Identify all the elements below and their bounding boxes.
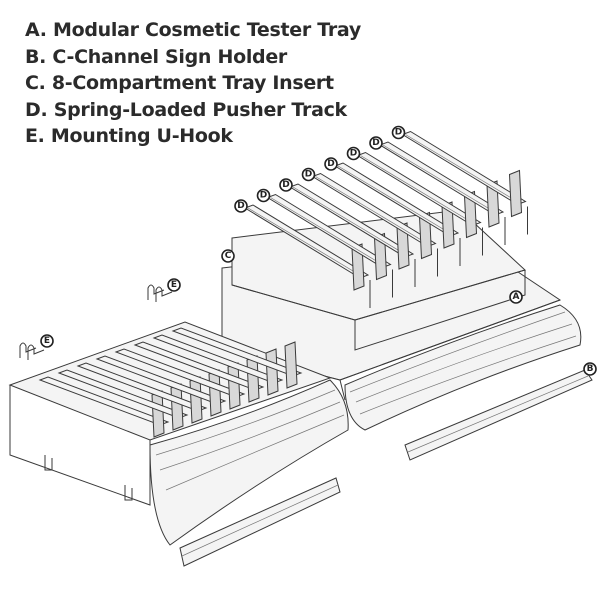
callout-e-upper: E <box>167 278 181 292</box>
left-tester-tray <box>8 321 349 567</box>
callout-d: D <box>391 125 406 140</box>
pusher-track <box>152 334 284 396</box>
callout-d: D <box>324 157 338 171</box>
svg-text:E: E <box>44 336 50 346</box>
svg-text:D: D <box>350 149 357 159</box>
parts-legend: A. Modular Cosmetic Tester Tray B. C-Cha… <box>25 17 361 150</box>
svg-text:D: D <box>395 128 402 138</box>
callout-d: D <box>234 199 248 213</box>
pusher-track <box>95 355 227 417</box>
svg-text:D: D <box>282 180 289 190</box>
svg-text:B: B <box>587 364 594 374</box>
svg-text:D: D <box>260 191 267 201</box>
u-hook-lower <box>19 342 45 360</box>
callout-d: D <box>256 188 271 203</box>
legend-item-d: D. Spring-Loaded Pusher Track <box>25 98 347 121</box>
callout-a: A <box>509 290 523 304</box>
pusher-track <box>378 141 505 228</box>
svg-text:A: A <box>513 292 520 302</box>
pusher-track <box>243 204 370 291</box>
callout-e-lower: E <box>40 334 54 348</box>
callout-d: D <box>346 146 361 161</box>
svg-text:D: D <box>327 159 334 169</box>
pusher-track <box>356 151 482 239</box>
pusher-track <box>333 162 460 249</box>
svg-text:C: C <box>225 251 232 261</box>
callout-d: D <box>369 136 383 150</box>
legend-item-c: C. 8-Compartment Tray Insert <box>25 72 334 94</box>
pusher-track <box>401 130 527 218</box>
callout-d: D <box>301 167 316 182</box>
legend-item-b: B. C-Channel Sign Holder <box>25 45 288 68</box>
pusher-track <box>38 376 170 438</box>
callout-c: C <box>221 249 235 263</box>
pusher-track <box>266 193 392 281</box>
svg-text:D: D <box>372 138 379 148</box>
right-pusher-tracks <box>243 130 527 291</box>
svg-text:D: D <box>237 201 244 211</box>
svg-text:E: E <box>171 280 177 290</box>
pusher-track <box>311 172 437 260</box>
legend-item-e: E. Mounting U-Hook <box>25 125 233 147</box>
callout-b: B <box>583 362 597 376</box>
left-pusher-tracks <box>38 327 303 438</box>
callout-d: D <box>279 178 293 192</box>
u-hook-upper <box>147 284 173 302</box>
pusher-track <box>171 327 303 389</box>
svg-text:D: D <box>305 170 312 180</box>
legend-item-a: A. Modular Cosmetic Tester Tray <box>25 19 361 41</box>
